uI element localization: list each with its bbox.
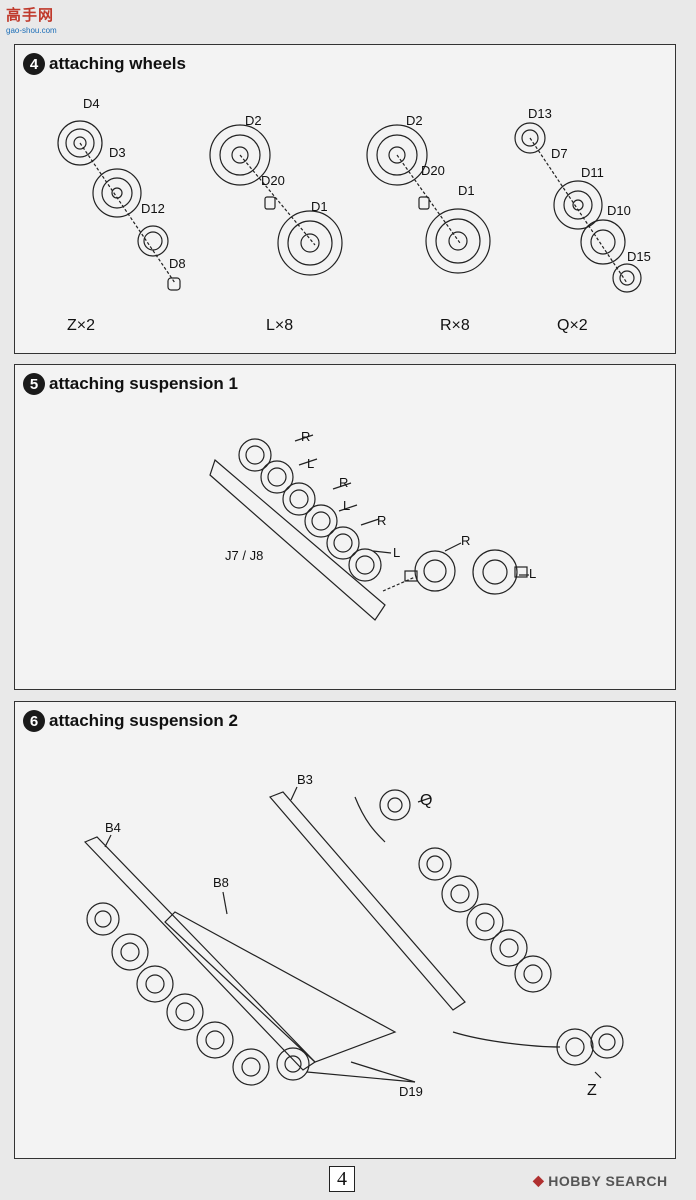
suspension-label-l-3: L <box>393 545 400 560</box>
assembly-label-q: Q×2 <box>557 317 588 334</box>
step-4-title: attaching wheels <box>49 54 186 73</box>
step-6-number: 6 <box>23 710 45 732</box>
suspension-label-r-2: R <box>339 475 348 490</box>
part-label-d1-right: D1 <box>458 183 475 198</box>
part-label-d2-right: D2 <box>406 113 423 128</box>
hobby-search-watermark: ◆ HOBBY SEARCH <box>533 1172 668 1189</box>
page-number: 4 <box>329 1166 355 1192</box>
step-6-header: 6 attaching suspension 2 <box>23 710 238 732</box>
part-label-d3: D3 <box>109 145 126 160</box>
part-label-d2-left: D2 <box>245 113 262 128</box>
step-5-number: 5 <box>23 373 45 395</box>
hobby-search-logo-icon: ◆ <box>533 1172 545 1188</box>
chassis-label-d19: D19 <box>399 1084 423 1099</box>
chassis-label-b8: B8 <box>213 875 229 890</box>
chassis-label-b3: B3 <box>297 772 313 787</box>
part-label-d20-right: D20 <box>421 163 445 178</box>
step-5-header: 5 attaching suspension 1 <box>23 373 238 395</box>
part-label-d12: D12 <box>141 201 165 216</box>
suspension-label-l-2: L <box>343 498 350 513</box>
part-label-d15: D15 <box>627 249 651 264</box>
suspension-label-r-4: R <box>461 533 470 548</box>
step-6-illustration: B3 Q B4 B8 D19 Z <box>83 772 624 1099</box>
chassis-label-z: Z <box>587 1082 597 1099</box>
step-4-header: 4 attaching wheels <box>23 53 186 75</box>
step-6-panel: 6 attaching suspension 2 <box>14 701 676 1159</box>
part-label-d7: D7 <box>551 146 568 161</box>
suspension-label-r-3: R <box>377 513 386 528</box>
part-label-d20-left: D20 <box>261 173 285 188</box>
assembly-label-r: R×8 <box>440 317 470 334</box>
step-4-panel: 4 attaching wheels D4 <box>14 44 676 354</box>
step-5-illustration: R L R L R L R L J7 / J8 <box>209 429 536 621</box>
suspension-label-l-4: L <box>529 566 536 581</box>
site-logo-url: gao-shou.com <box>6 26 57 35</box>
chassis-label-q: Q <box>420 792 432 809</box>
part-label-d10: D10 <box>607 203 631 218</box>
part-label-d8: D8 <box>169 256 186 271</box>
step-4-illustration: D4 D3 D12 D8 D2 D20 D1 D2 D20 D1 D13 D7 … <box>57 96 651 334</box>
step-6-title: attaching suspension 2 <box>49 711 238 730</box>
suspension-part-label: J7 / J8 <box>225 548 263 563</box>
step-4-number: 4 <box>23 53 45 75</box>
step-5-title: attaching suspension 1 <box>49 374 238 393</box>
part-label-d1-left: D1 <box>311 199 328 214</box>
hobby-search-text: HOBBY SEARCH <box>548 1172 668 1189</box>
assembly-label-z: Z×2 <box>67 317 95 334</box>
suspension-label-r-1: R <box>301 429 310 444</box>
part-label-d13: D13 <box>528 106 552 121</box>
chassis-label-b4: B4 <box>105 820 121 835</box>
site-logo: 高手网 gao-shou.com <box>6 4 76 38</box>
assembly-label-l: L×8 <box>266 317 293 334</box>
part-label-d4: D4 <box>83 96 100 111</box>
suspension-label-l-1: L <box>307 456 314 471</box>
step-5-panel: 5 attaching suspension 1 R L <box>14 364 676 690</box>
site-logo-name: 高手网 <box>6 6 55 24</box>
part-label-d11: D11 <box>581 165 604 180</box>
